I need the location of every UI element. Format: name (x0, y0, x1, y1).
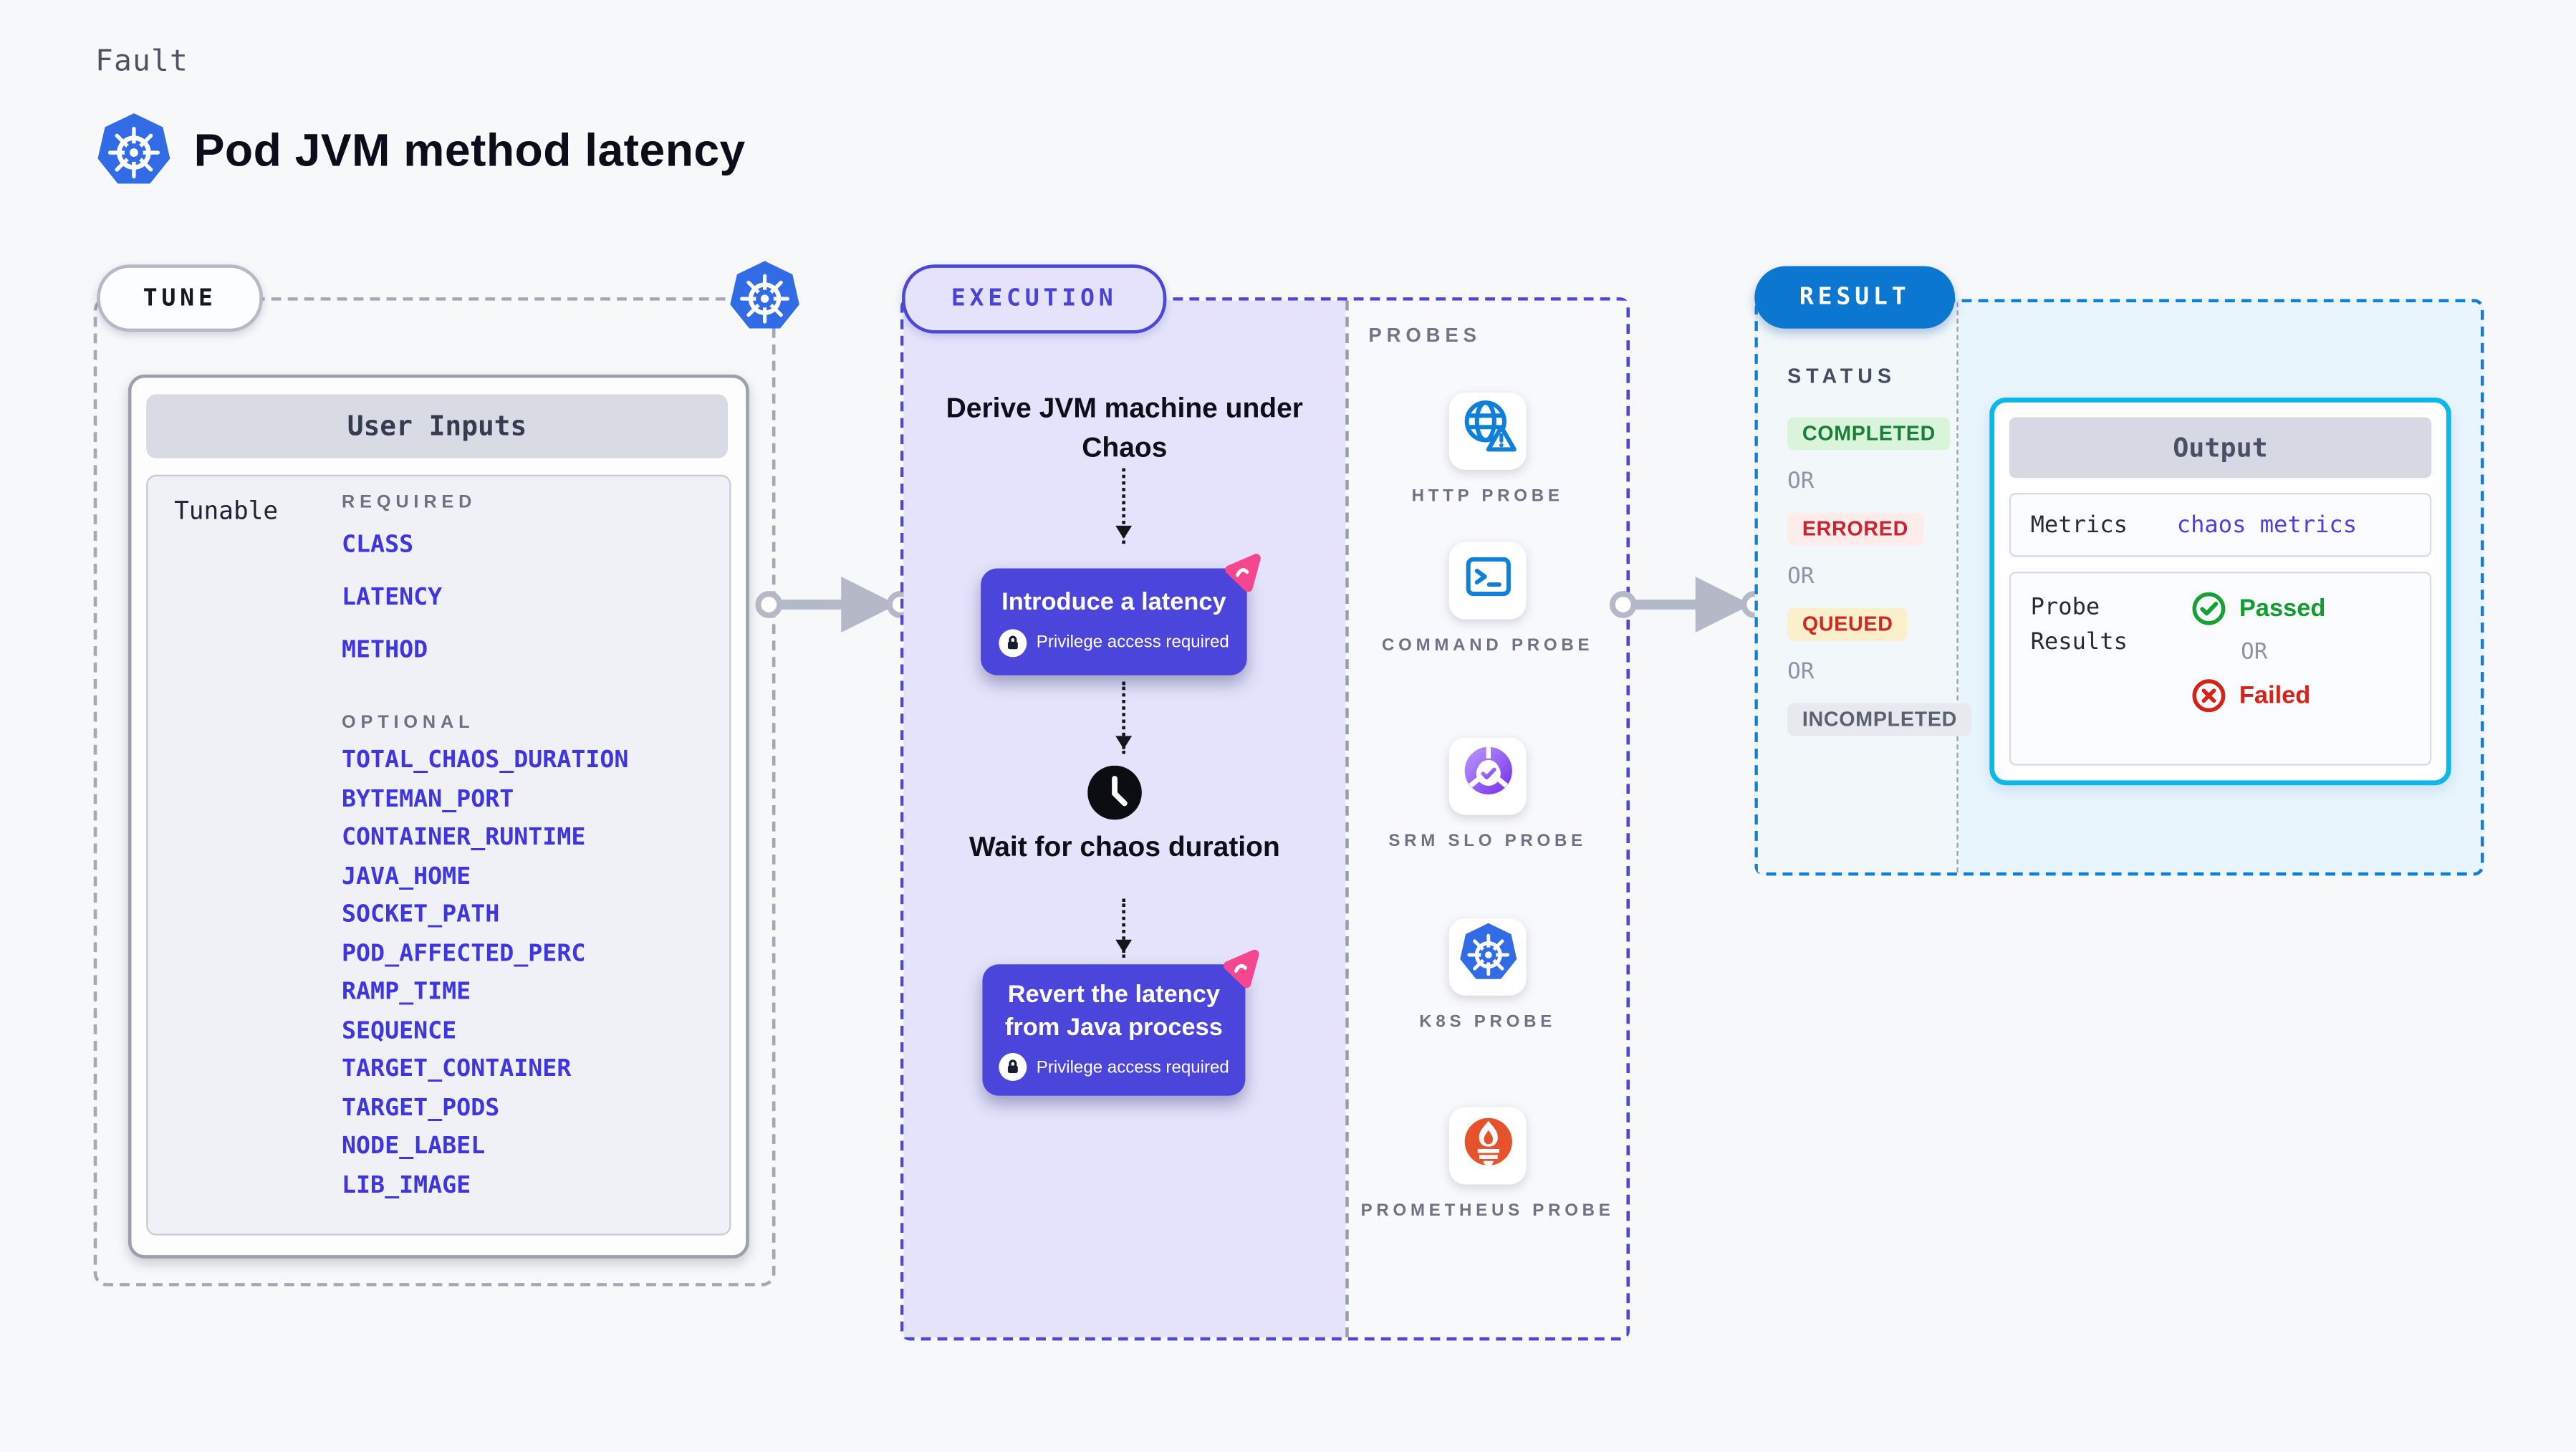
tunable-item: TARGET_CONTAINER (342, 1056, 572, 1083)
slo-donut-check-icon (1453, 738, 1522, 815)
tunable-item: SOCKET_PATH (342, 902, 500, 928)
step-title: Revert the latency from Java process (1004, 981, 1223, 1041)
or-separator: OR (1787, 658, 1815, 686)
probe-k8s-probe: K8S PROBE (1349, 918, 1627, 1037)
probe-label: SRM SLO PROBE (1388, 831, 1587, 851)
tune-section-pill: TUNE (97, 264, 263, 332)
clock-icon (1087, 765, 1142, 820)
required-group-label: REQUIRED (342, 493, 477, 513)
probe-label: HTTP PROBE (1411, 486, 1564, 506)
probe-card (1448, 737, 1527, 815)
probe-label: COMMAND PROBE (1382, 635, 1594, 656)
lock-icon (999, 1053, 1027, 1082)
tunable-item: RAMP_TIME (342, 979, 471, 1006)
kubernetes-icon (1453, 918, 1522, 996)
tunable-item: SEQUENCE (342, 1017, 457, 1044)
probe-label: PROMETHEUS PROBE (1360, 1201, 1615, 1221)
tunable-item: CLASS (342, 532, 414, 559)
tunable-item: POD_AFFECTED_PERC (342, 940, 586, 967)
probe-results-label: Probe Results (2030, 595, 2128, 656)
status-badge-completed: COMPLETED (1787, 417, 1951, 451)
x-circle-icon (2192, 679, 2226, 713)
metrics-label: Metrics (2030, 511, 2128, 539)
check-circle-icon (2192, 592, 2226, 625)
step-wait-duration: Wait for chaos duration (969, 831, 1280, 863)
probes-divider (1345, 300, 1349, 1337)
probe-result-failed: Failed (2191, 678, 2310, 713)
terminal-icon (1453, 542, 1522, 620)
tunable-panel: Tunable REQUIRED CLASS LATENCY METHOD OPTI… (146, 474, 731, 1236)
probe-prometheus-probe: PROMETHEUS PROBE (1349, 1107, 1627, 1226)
probes-column-label: PROBES (1368, 323, 1481, 347)
tunable-item: TOTAL_CHAOS_DURATION (342, 747, 629, 774)
tunable-item: LIB_IMAGE (342, 1172, 471, 1199)
step-introduce-latency: Introduce a latency Privilege access req… (981, 554, 1261, 675)
probes-column: PROBES HTTP PROBE COMMAND PROBE SRM SLO PR… (1348, 300, 1627, 1337)
probe-http-probe: HTTP PROBE (1349, 393, 1627, 511)
tunable-item: JAVA_HOME (342, 863, 471, 890)
probe-card (1448, 393, 1527, 470)
probe-command-probe: COMMAND PROBE (1349, 542, 1627, 660)
or-separator: OR (1787, 468, 1815, 495)
execution-section-pill: EXECUTION (902, 264, 1167, 334)
or-separator: OR (1787, 563, 1815, 590)
status-column: STATUS COMPLETED OR ERRORED OR QUEUED OR INCOM… (1757, 302, 1972, 872)
tunable-item: TARGET_PODS (342, 1095, 500, 1122)
privilege-note: Privilege access required (1036, 1057, 1229, 1077)
probe-result-passed: Passed (2191, 592, 2325, 626)
tunable-item: LATENCY (342, 585, 443, 612)
status-badge-incompleted: INCOMPLETED (1787, 703, 1972, 736)
chaos-fault-icon (1225, 554, 1261, 592)
output-card-title: Output (2009, 417, 2432, 479)
tunable-item: METHOD (342, 637, 428, 664)
step-derive-jvm: Derive JVM machine under Chaos (946, 393, 1304, 463)
flow-connector-arrow (1115, 898, 1133, 958)
probe-results-row: Probe Results Passed OR (2009, 572, 2432, 766)
page-title: Pod JVM method latency (193, 125, 746, 176)
tunable-item: NODE_LABEL (342, 1133, 486, 1160)
kubernetes-icon (95, 112, 173, 189)
tune-to-execution-arrow (755, 576, 914, 633)
tune-section-box (93, 297, 776, 1287)
or-separator: OR (2241, 639, 2268, 665)
tunable-item: CONTAINER_RUNTIME (342, 824, 586, 851)
fault-category-label: Fault (95, 44, 189, 80)
user-inputs-title: User Inputs (146, 394, 728, 458)
probe-label: K8S PROBE (1419, 1011, 1557, 1032)
optional-tunables-list: TOTAL_CHAOS_DURATION BYTEMAN_PORT CONTAINE… (342, 747, 628, 1211)
step-title: Introduce a latency (1001, 588, 1226, 617)
globe-alert-icon (1453, 393, 1522, 470)
status-badge-errored: ERRORED (1787, 512, 1923, 546)
chaos-fault-icon (1223, 949, 1259, 989)
flow-connector-arrow (1115, 681, 1133, 754)
metrics-value: chaos metrics (2176, 511, 2358, 539)
tunable-caption: Tunable (174, 496, 279, 526)
tunable-item: BYTEMAN_PORT (342, 786, 514, 813)
execution-section-box: PROBES HTTP PROBE COMMAND PROBE SRM SLO PR… (900, 297, 1630, 1341)
probe-card (1448, 918, 1527, 996)
execution-to-result-arrow (1609, 576, 1769, 633)
lock-icon (999, 628, 1027, 657)
status-badge-queued: QUEUED (1787, 607, 1908, 641)
status-column-label: STATUS (1787, 365, 1896, 388)
output-card: Output Metrics chaos metrics Probe Resul… (1989, 397, 2451, 786)
status-list: COMPLETED OR ERRORED OR QUEUED OR INCOMPLETED (1787, 417, 1972, 736)
probe-srm-slo-probe: SRM SLO PROBE (1349, 737, 1627, 856)
probe-card (1448, 1107, 1527, 1185)
prometheus-flame-icon (1453, 1107, 1522, 1185)
metrics-row: Metrics chaos metrics (2009, 493, 2432, 557)
flow-connector-arrow (1115, 468, 1133, 544)
result-section-box: STATUS COMPLETED OR ERRORED OR QUEUED OR INCOM… (1754, 299, 2484, 876)
probe-card (1448, 542, 1527, 620)
step-revert-latency: Revert the latency from Java process Pri… (982, 949, 1259, 1096)
kubernetes-icon (728, 259, 802, 333)
privilege-note: Privilege access required (1036, 633, 1229, 653)
user-inputs-card: User Inputs Tunable REQUIRED CLASS LATENC… (128, 374, 749, 1259)
optional-group-label: OPTIONAL (342, 713, 475, 733)
result-section-pill: RESULT (1754, 266, 1956, 329)
required-tunables-list: CLASS LATENCY METHOD (342, 532, 442, 690)
